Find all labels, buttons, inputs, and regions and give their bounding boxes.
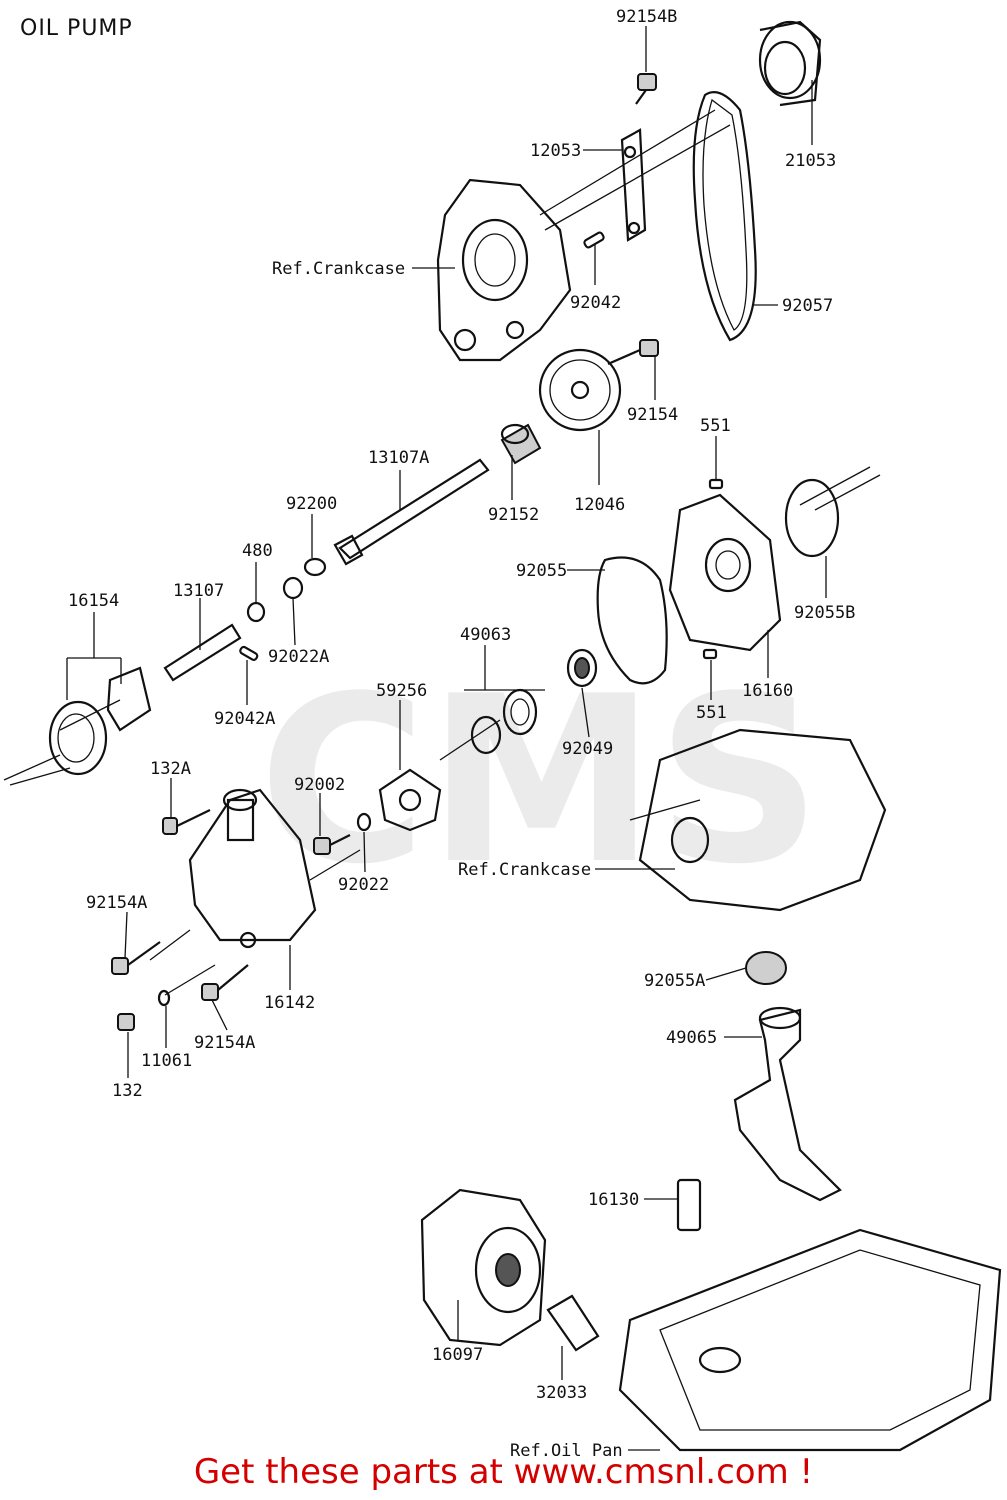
label-49063[interactable]: 49063 [460, 625, 511, 645]
label-16160[interactable]: 16160 [742, 681, 793, 701]
washer-92022A[interactable] [282, 576, 304, 600]
label-92152[interactable]: 92152 [488, 505, 539, 525]
label-92042A[interactable]: 92042A [214, 709, 275, 729]
label-551-upper[interactable]: 551 [700, 416, 731, 436]
crankcase-housing-mid [638, 728, 887, 912]
o-ring-92055B[interactable] [784, 478, 840, 558]
label-12053[interactable]: 12053 [530, 141, 581, 161]
label-59256[interactable]: 59256 [376, 681, 427, 701]
collar-92152[interactable] [500, 423, 542, 465]
relief-valve-16130[interactable] [676, 1178, 702, 1232]
label-49065[interactable]: 49065 [666, 1028, 717, 1048]
pump-cover-16160[interactable] [668, 493, 782, 652]
washer-92022[interactable] [356, 812, 372, 832]
label-13107[interactable]: 13107 [173, 581, 224, 601]
label-12046[interactable]: 12046 [574, 495, 625, 515]
assembly-lines [3, 109, 881, 996]
sprocket-21053[interactable] [758, 20, 822, 107]
pump-housing-16142[interactable] [188, 788, 317, 949]
circlip-480[interactable] [246, 601, 266, 623]
washer-92200[interactable] [303, 557, 327, 577]
label-13107A[interactable]: 13107A [368, 448, 429, 468]
crankcase-housing-top [436, 178, 572, 362]
label-92022[interactable]: 92022 [338, 875, 389, 895]
label-92154[interactable]: 92154 [627, 405, 678, 425]
bolt-92154A-upper[interactable] [111, 941, 161, 975]
bolt-92154[interactable] [607, 339, 659, 366]
label-92055[interactable]: 92055 [516, 561, 567, 581]
label-16142[interactable]: 16142 [264, 993, 315, 1013]
label-32033[interactable]: 32033 [536, 1383, 587, 1403]
label-11061[interactable]: 11061 [141, 1051, 192, 1071]
label-132[interactable]: 132 [112, 1081, 143, 1101]
shaft-13107[interactable] [163, 623, 242, 682]
watermark-text: CMS [258, 648, 821, 915]
label-480[interactable]: 480 [242, 541, 273, 561]
chain-guide-12053[interactable] [620, 128, 647, 242]
rotor-set-16154[interactable] [48, 666, 152, 776]
part-labels: 92154B 12053 21053 Ref.Crankcase 92042 9… [68, 7, 855, 1461]
strainer-49065[interactable] [733, 1006, 842, 1202]
chain-92057[interactable] [692, 91, 757, 342]
promo-link[interactable]: Get these parts at www.cmsnl.com ! [193, 1452, 814, 1492]
label-132A[interactable]: 132A [150, 759, 191, 779]
label-92154A-upper[interactable]: 92154A [86, 893, 147, 913]
bolt-132[interactable] [117, 1013, 135, 1031]
label-21053[interactable]: 21053 [785, 151, 836, 171]
label-92200[interactable]: 92200 [286, 494, 337, 514]
label-92002[interactable]: 92002 [294, 775, 345, 795]
gasket-11061[interactable] [157, 989, 171, 1007]
label-ref-crankcase-top: Ref.Crankcase [272, 259, 405, 279]
bolt-92002[interactable] [313, 834, 351, 855]
label-92022A[interactable]: 92022A [268, 647, 329, 667]
plug-92055A[interactable] [745, 951, 787, 985]
shaft-13107A[interactable] [333, 458, 490, 566]
label-92042[interactable]: 92042 [570, 293, 621, 313]
dowel-pin-92042A[interactable] [239, 645, 259, 661]
o-ring-92055[interactable] [596, 556, 668, 685]
leader-lines [66, 26, 827, 1451]
label-551-lower[interactable]: 551 [696, 703, 727, 723]
bolt-92154A-lower[interactable] [201, 964, 249, 1001]
label-ref-oil-pan: Ref.Oil Pan [510, 1441, 623, 1461]
diagram-title: OIL PUMP [20, 16, 133, 41]
label-92055A[interactable]: 92055A [644, 971, 705, 991]
label-ref-crankcase-mid: Ref.Crankcase [458, 860, 591, 880]
label-92154B[interactable]: 92154B [616, 7, 677, 27]
label-92049[interactable]: 92049 [562, 739, 613, 759]
oil-filter-16097[interactable] [420, 1188, 547, 1347]
label-92055B[interactable]: 92055B [794, 603, 855, 623]
sprocket-12046[interactable] [538, 348, 622, 432]
label-92057[interactable]: 92057 [782, 296, 833, 316]
screen-32033[interactable] [546, 1294, 600, 1352]
label-16130[interactable]: 16130 [588, 1190, 639, 1210]
bolt-92154B[interactable] [635, 73, 657, 105]
impeller-59256[interactable] [378, 768, 442, 832]
label-92154A-lower[interactable]: 92154A [194, 1033, 255, 1053]
oil-pan [618, 1228, 1002, 1452]
dowel-551-lower[interactable] [702, 648, 718, 660]
dowel-pin-92042[interactable] [583, 231, 605, 249]
label-16154[interactable]: 16154 [68, 591, 119, 611]
seal-92049[interactable] [566, 648, 598, 688]
bolt-132A[interactable] [162, 809, 211, 835]
dowel-551-upper[interactable] [708, 478, 724, 490]
label-16097[interactable]: 16097 [432, 1345, 483, 1365]
